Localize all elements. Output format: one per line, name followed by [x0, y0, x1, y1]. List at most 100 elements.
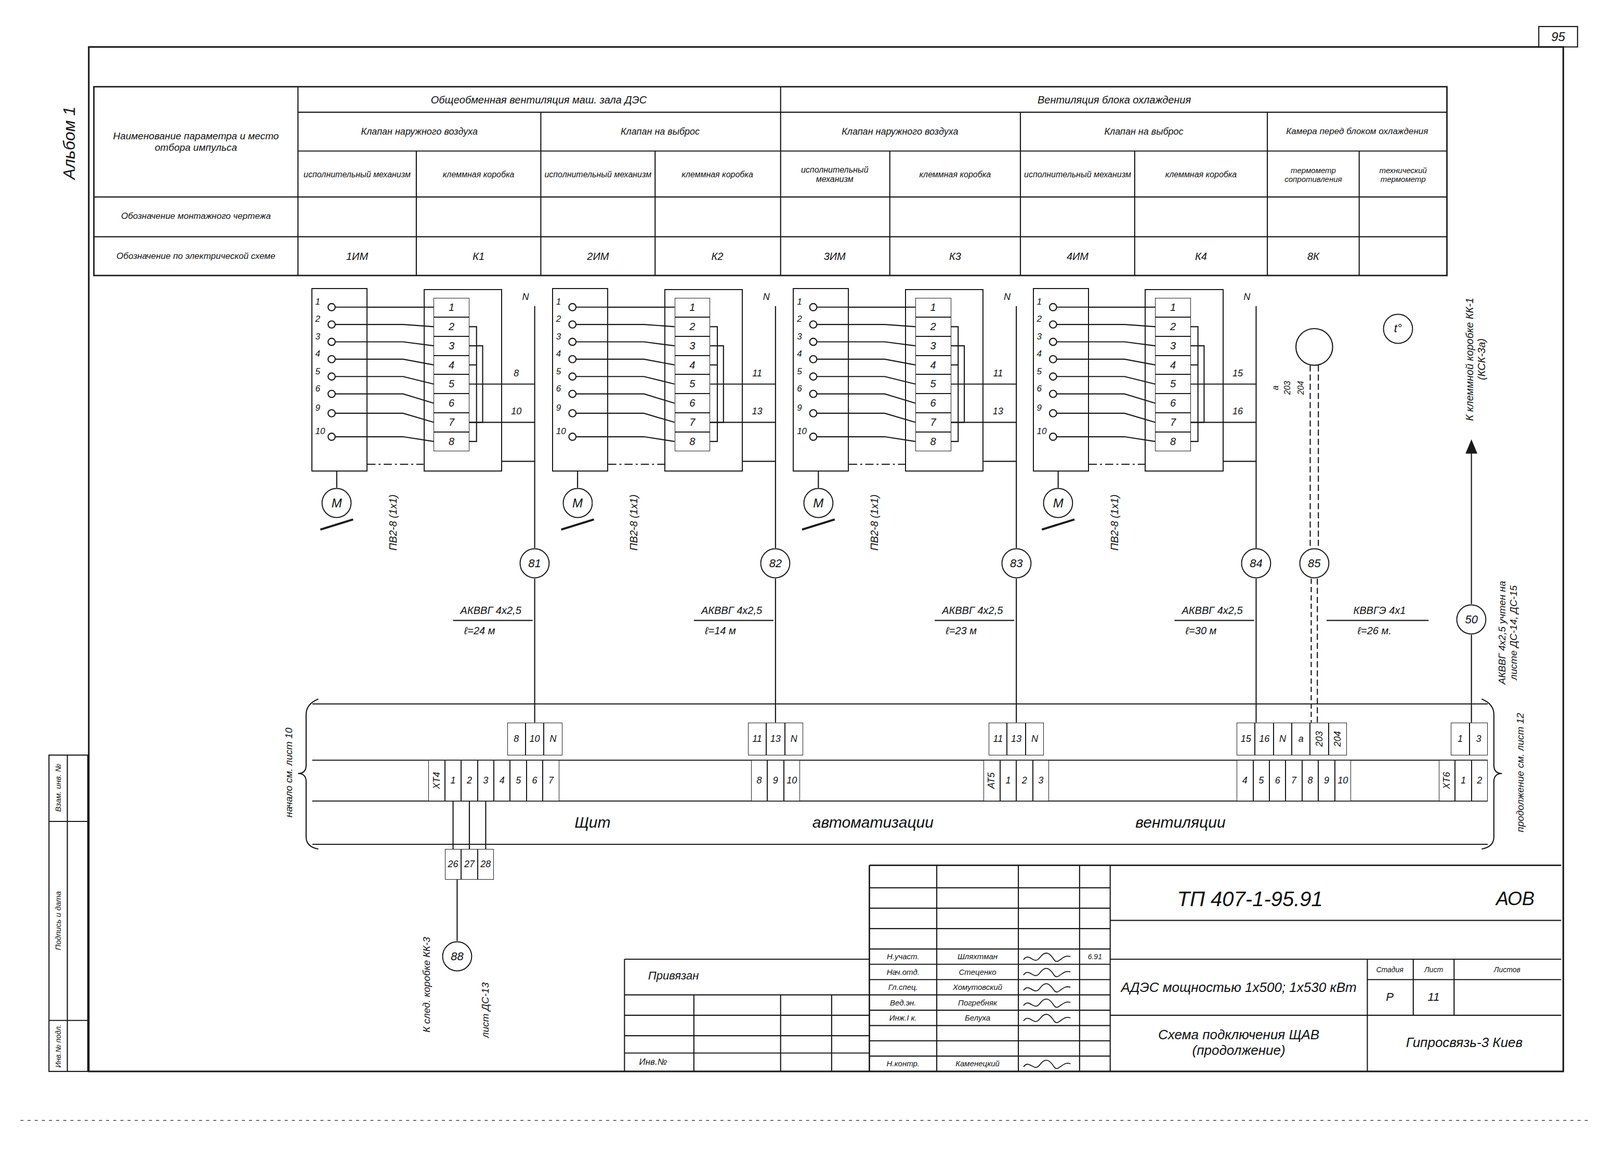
- circle-text: М: [1053, 495, 1064, 511]
- terminal-cell: 1: [433, 297, 470, 318]
- circle-outline: [519, 547, 550, 579]
- note-text: Вентиляция блока охлаждения: [1037, 94, 1191, 106]
- terminal-cell: 2: [915, 317, 952, 337]
- terminal-circle: [1049, 390, 1057, 398]
- terminal-number: 4: [930, 359, 937, 372]
- terminal-number: 4: [499, 775, 505, 786]
- wire: [335, 306, 368, 308]
- cable-connector: [742, 461, 776, 548]
- label-box: АДЭС мощностью 1х500; 1х530 кВт: [1116, 979, 1362, 996]
- wire: [951, 383, 1017, 385]
- jumper: [469, 364, 477, 366]
- terminal-number: 8: [448, 435, 455, 448]
- terminal-circle: [568, 409, 576, 417]
- terminal-cell: 8: [915, 431, 952, 452]
- note-text: начало см. лист 10: [283, 727, 295, 818]
- terminal-circle: [1049, 338, 1057, 346]
- terminal-cell: 9: [767, 759, 784, 802]
- note-text: Взам. инв. №: [53, 763, 63, 812]
- terminal-number: 1: [1460, 775, 1466, 786]
- label-box: Камера перед блоком охлаждения: [1271, 126, 1444, 137]
- panel-title-box: Щит автоматизации вентиляции: [312, 813, 1488, 832]
- note-text: Белуха: [964, 1013, 991, 1022]
- terminal-cell: 2: [461, 759, 478, 802]
- terminal-number: 1: [796, 296, 802, 307]
- terminal-cell: 8: [674, 431, 711, 452]
- label-box: Общеобменная вентиляция маш. зала ДЭС: [304, 94, 774, 107]
- terminal-number: ХТ6: [1441, 771, 1453, 790]
- note-text: Гл.спец.: [888, 982, 918, 992]
- cable-underline: [693, 619, 774, 621]
- terminal-circle: [568, 372, 576, 380]
- note-text: 10: [510, 405, 522, 417]
- terminal-circle: [568, 390, 576, 398]
- terminal-number: 7: [548, 775, 554, 786]
- label-box: АКВВГ 4х2,5: [941, 604, 1003, 616]
- terminal-slot: 4: [1036, 348, 1042, 360]
- terminal-cell: 1: [1000, 759, 1017, 802]
- cable-connector: [775, 578, 777, 723]
- title-rule: [869, 1055, 1110, 1057]
- note-text: Н.участ.: [886, 952, 920, 962]
- note-text: N: [763, 291, 770, 303]
- stamp-column: [48, 754, 88, 1071]
- cable-underline: [934, 619, 1015, 621]
- terminal-block: 45678910: [1236, 759, 1352, 802]
- note-text: К клеммной коробке КК-1 (КСК-3а): [1463, 297, 1488, 422]
- terminal-number: 16: [1258, 733, 1270, 745]
- terminal-cell: 10: [1334, 759, 1352, 802]
- terminal-number: 3: [315, 331, 321, 342]
- note-text: клеммная коробка: [919, 169, 992, 179]
- terminal-number: 10: [315, 426, 326, 437]
- table-rule: [889, 150, 891, 275]
- note-text: исполнительный механизм: [544, 169, 652, 179]
- terminal-cell: 7: [433, 412, 470, 432]
- terminal-slot: 4: [556, 348, 561, 360]
- terminal-slot: 4: [315, 348, 321, 360]
- title-rule: [869, 1009, 1110, 1011]
- terminal-number: 1: [1170, 301, 1176, 314]
- label-box: начало см. лист 10: [283, 727, 295, 818]
- note-text: Нач.отд.: [886, 967, 920, 977]
- table-border: [94, 86, 1448, 276]
- terminal-number: 3: [1036, 331, 1042, 342]
- label-box: ℓ=23 м: [945, 624, 977, 637]
- circle-outline: [803, 487, 834, 519]
- label-box: 11: [752, 368, 763, 379]
- terminal-number: 7: [689, 416, 695, 429]
- terminal-number: 2: [1021, 775, 1028, 786]
- table-rule: [297, 111, 1447, 113]
- table-rule: [1266, 112, 1268, 276]
- terminal-circle: [1049, 409, 1057, 417]
- wire: [1144, 306, 1156, 308]
- title-rule: [869, 907, 1110, 909]
- wire: [335, 413, 434, 423]
- terminal-number: 1: [556, 296, 561, 307]
- sheet-number-box: [1538, 26, 1578, 47]
- note-text: К4: [1195, 250, 1208, 262]
- note-text: ПВ2-8 (1х1): [627, 494, 640, 551]
- panel-band: Щит автоматизации вентиляции810N1113N111…: [312, 703, 1488, 846]
- note-text: N: [1003, 291, 1011, 303]
- terminal-cell: 204: [1328, 722, 1347, 756]
- terminal-number: 11: [752, 733, 763, 745]
- note-text: исполнительный механизм: [1024, 169, 1132, 179]
- terminal-cell: 6: [1269, 759, 1286, 802]
- terminal-number: 9: [1036, 402, 1042, 413]
- terminal-number: 2: [689, 320, 695, 333]
- terminal-number: 6: [1170, 397, 1176, 410]
- terminal-cell: N: [1025, 722, 1044, 756]
- bracket: [297, 698, 319, 849]
- wire: [575, 436, 675, 442]
- terminal-number: 6: [689, 397, 695, 410]
- terminal-cell: 1: [1454, 759, 1472, 802]
- terminal-slot: 6: [556, 383, 561, 395]
- label-box: К клеммной коробке КК-1 (КСК-3а): [1463, 287, 1488, 431]
- terminal-number: 5: [515, 775, 521, 786]
- terminal-number: 1: [689, 301, 695, 314]
- label-box: Инж.I к.: [889, 1013, 917, 1022]
- terminal-number: 2: [930, 320, 937, 333]
- label-box: ℓ=14 м: [704, 624, 737, 637]
- note-text: АКВВГ 4х2,5: [460, 604, 522, 616]
- terminal-number: 3: [930, 339, 937, 352]
